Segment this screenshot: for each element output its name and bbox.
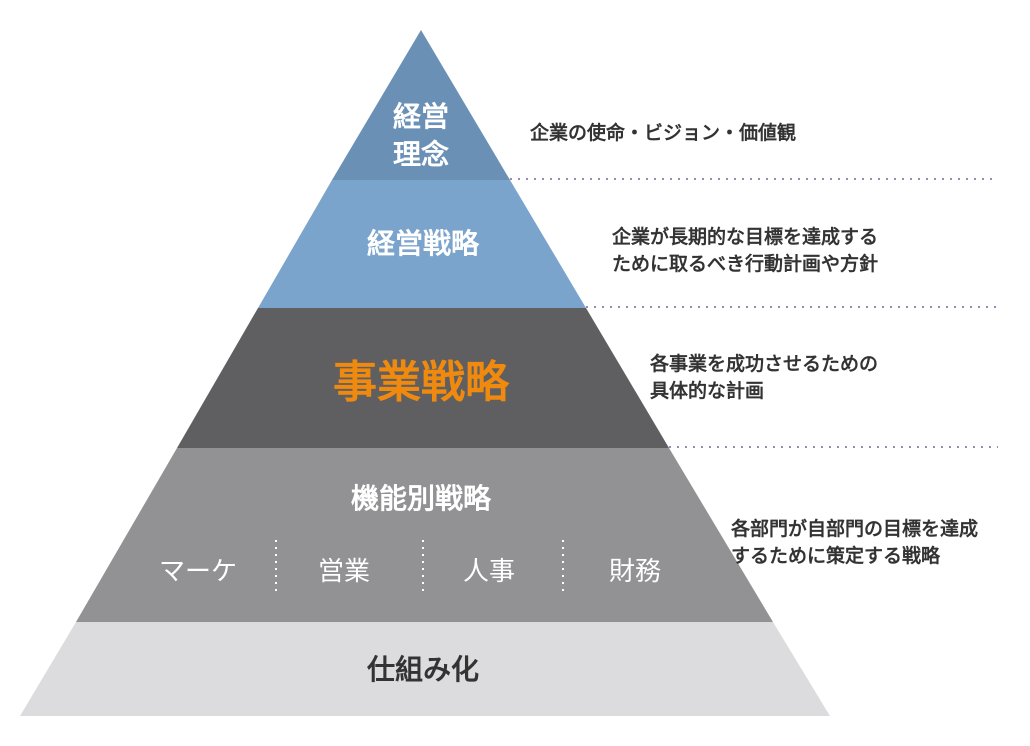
function-hr: 人事: [462, 557, 516, 587]
tier-1-title: 経営 理念: [393, 98, 449, 174]
tier-1-description-line-1: 企業の使命・ビジョン・価値観: [530, 122, 797, 144]
tier-5-shape: [20, 622, 830, 716]
tier-5-title: 仕組み化: [366, 653, 480, 686]
tier-2-description-line-2: ために取るべき行動計画や方針: [612, 253, 879, 275]
tier-3-title: 事業戦略: [333, 357, 509, 408]
tier-1-title-line-1: 経営: [392, 100, 450, 133]
function-finance: 財務: [608, 557, 662, 587]
tier-3-description-line-2: 具体的な計画: [650, 380, 765, 402]
tier-2-title: 経営戦略: [366, 227, 480, 260]
tier-3-shape: [177, 308, 669, 448]
tier-1-shape: [332, 30, 510, 180]
tier-2-description-line-1: 企業が長期的な目標を達成する: [612, 226, 879, 248]
tier-1-description: 企業の使命・ビジョン・価値観: [530, 120, 796, 147]
tier-4-description-line-1: 各部門が自部門の目標を達成: [731, 518, 979, 540]
tier-3-description: 各事業を成功させるための 具体的な計画: [650, 351, 878, 405]
tier-1-title-line-2: 理念: [392, 138, 450, 171]
tier-2-shape: [258, 180, 586, 308]
tier-4-description: 各部門が自部門の目標を達成 するために策定する戦略: [731, 516, 978, 570]
tier-4-shape: [76, 448, 773, 622]
tier-2-description: 企業が長期的な目標を達成する ために取るべき行動計画や方針: [612, 224, 878, 278]
tier-3-description-line-1: 各事業を成功させるための: [650, 353, 879, 375]
function-sales: 営業: [317, 557, 371, 587]
tier-4-description-line-2: するために策定する戦略: [731, 545, 941, 567]
tier-4-title: 機能別戦略: [350, 482, 492, 515]
function-marketing: マーケ: [158, 557, 238, 587]
